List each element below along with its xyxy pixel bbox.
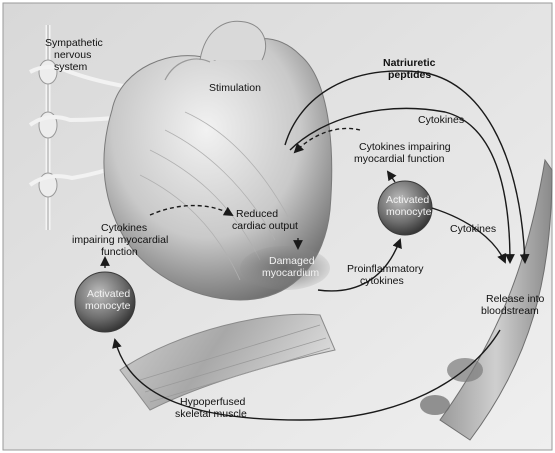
label-stimulation: Stimulation — [209, 82, 261, 94]
label-activated-monocyte-right: Activated monocyte — [386, 194, 432, 218]
label-cytokines-right: Cytokines — [450, 223, 496, 235]
label-release: Release into bloodstream — [481, 293, 547, 317]
label-cytokines-top: Cytokines — [418, 114, 464, 126]
label-cytokines-impairing-right: Cytokines impairing myocardial function — [354, 141, 454, 165]
label-damaged-myocardium: Damaged myocardium — [262, 255, 319, 279]
label-hypoperfused: Hypoperfused skeletal muscle — [175, 396, 248, 420]
label-activated-monocyte-left: Activated monocyte — [85, 288, 133, 312]
label-natriuretic: Natriuretic peptides — [383, 57, 438, 81]
